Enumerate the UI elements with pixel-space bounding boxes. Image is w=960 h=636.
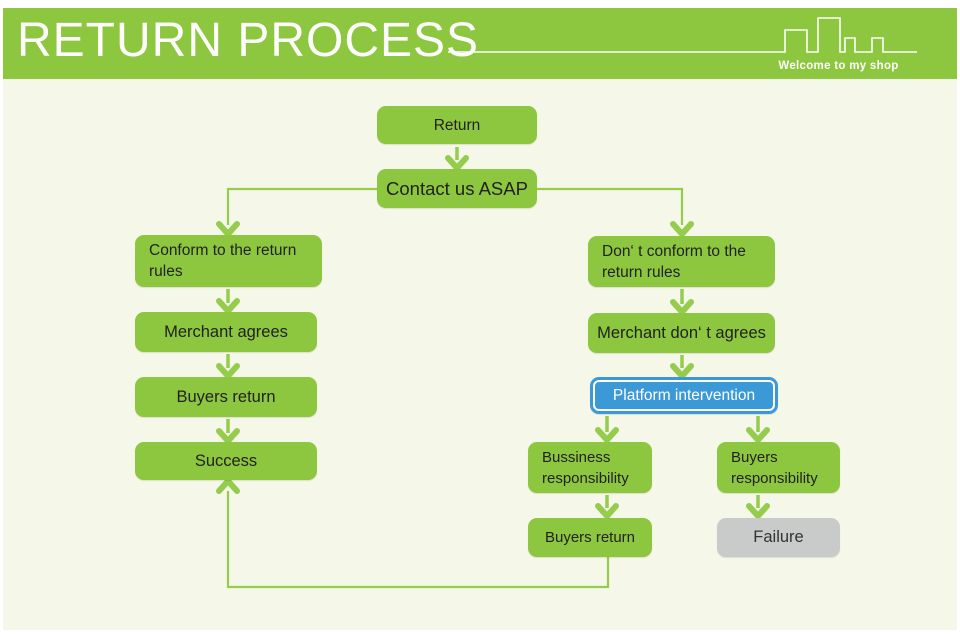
- flow-node-label: Bussiness responsibility: [542, 448, 629, 487]
- city-skyline-icon: [448, 17, 917, 53]
- flow-node-label: Buyers return: [544, 529, 636, 546]
- flow-node-contact-asap: Contact us ASAP: [377, 169, 537, 208]
- flow-node-buyers-return-2: Buyers return: [528, 518, 652, 557]
- flow-node-buyers-responsibility: Buyers responsibility: [717, 442, 840, 493]
- flow-node-return: Return: [377, 106, 537, 144]
- flow-node-success: Success: [135, 442, 317, 480]
- flow-node-label: Return: [433, 116, 481, 134]
- flow-node-label: Success: [194, 451, 258, 470]
- flow-node-label: Merchant don‘ t agrees: [597, 323, 766, 342]
- flow-node-label: Failure: [753, 528, 804, 546]
- flow-node-conform-rules: Conform to the return rules: [135, 235, 322, 287]
- flow-node-buyers-return-1: Buyers return: [135, 377, 317, 417]
- page-title: RETURN PROCESS: [17, 14, 480, 67]
- welcome-tagline: Welcome to my shop: [778, 60, 899, 72]
- flow-node-label: Contact us ASAP: [386, 178, 528, 199]
- flow-node-failure: Failure: [717, 518, 840, 557]
- flow-node-bussiness-responsibility: Bussiness responsibility: [528, 442, 652, 493]
- flow-node-merchant-dont-agrees: Merchant don‘ t agrees: [588, 313, 775, 353]
- flow-node-platform-intervention: Platform intervention: [590, 377, 778, 414]
- flow-node-label: Buyers return: [176, 387, 276, 406]
- header-banner: RETURN PROCESS Welcome to my shop: [3, 8, 957, 79]
- city-skyline-path: [448, 17, 917, 53]
- flow-node-label: Conform to the return rules: [149, 242, 297, 280]
- flow-node-label: Merchant agrees: [164, 322, 288, 341]
- flow-node-dont-conform-rules: Don‘ t conform to the return rules: [588, 236, 775, 287]
- flow-node-merchant-agrees: Merchant agrees: [135, 312, 317, 352]
- flow-node-label: Buyers responsibility: [731, 448, 818, 487]
- flow-node-label: Platform intervention: [612, 387, 756, 404]
- flow-node-label: Don‘ t conform to the return rules: [602, 242, 746, 281]
